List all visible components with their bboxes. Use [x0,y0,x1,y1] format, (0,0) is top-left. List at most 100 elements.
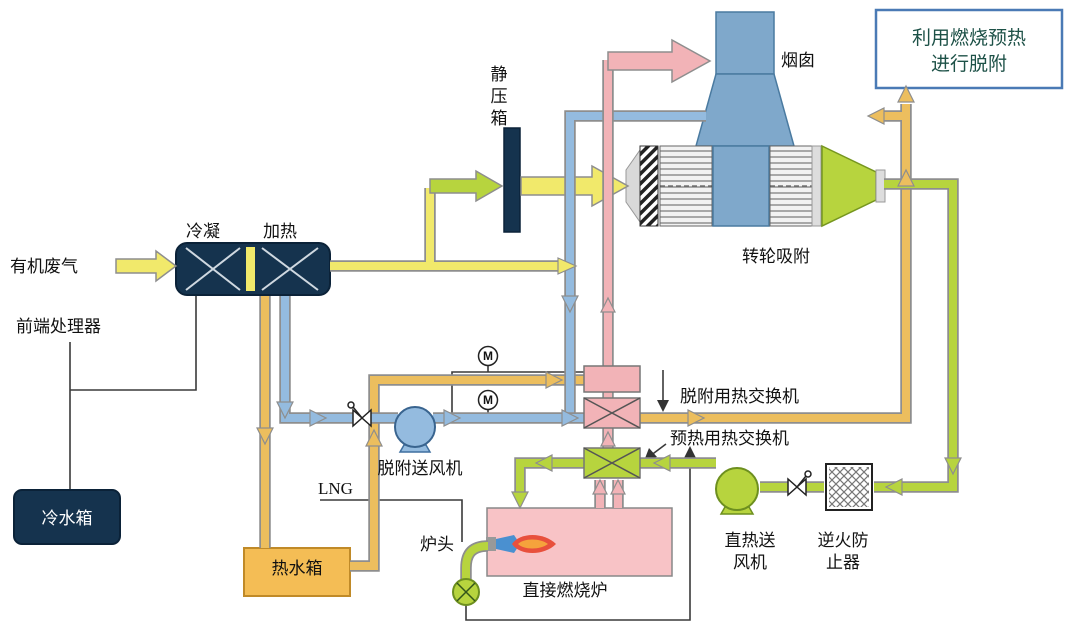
condenser-coil-icon [185,247,241,291]
motor-valve-2: M [477,389,499,411]
valve-handle-knob [804,470,812,478]
label-preheat-hx: 预热用热交换机 [670,429,789,448]
pipe-blower-line-blue [281,296,584,422]
arrow-green-left-3 [534,454,553,472]
callout-text-line2: 进行脱附 [931,53,1007,75]
valve-bowtie-right [795,477,807,497]
motor-valve-1-circle [477,345,499,367]
motor-valve-2-label: M [483,393,493,407]
preheat-heat-exchanger [583,447,641,479]
label-furnace: 直接燃烧炉 [523,581,608,600]
motor-valve-1-label: M [483,349,493,363]
arrow-blue-right-1 [309,409,328,427]
desorb-hx-x [583,397,641,429]
arrow-blue-down-1 [276,401,294,420]
label-static-box-char3: 箱 [491,109,508,128]
valve-handle-knob [347,401,355,409]
arrow-blue-right-3 [561,409,580,427]
label-front-processor: 前端处理器 [16,317,101,336]
arrow-wastegas-inlet [115,249,178,283]
processor-divider [246,247,255,291]
rotor-hatch-section [639,145,659,227]
arrow-pink-up-3 [600,430,616,447]
preheat-hx-x [583,447,641,479]
flame-arrestor-unit [825,463,873,511]
arrow-green-down-1 [944,457,962,476]
label-hot-tank: 热水箱 [272,559,323,578]
manual-valve-green [787,470,812,497]
arrow-pink-up-1 [592,478,608,495]
arrow-flue-to-chimney [607,38,712,84]
motor-valve-1: M [477,345,499,367]
label-desorb-hx: 脱附用热交换机 [680,387,799,406]
arrow-green-left-1 [884,478,903,496]
callout-text-line1: 利用燃烧预热 [912,27,1026,49]
arrow-green-down-2 [511,491,529,510]
label-heat: 加热 [263,222,297,241]
pipe-desorption-hot-air [640,104,910,422]
arrow-orange-up-1 [365,428,383,447]
rotor-assembly [625,144,886,228]
burner-nozzle [486,537,496,551]
label-condense: 冷凝 [186,222,220,241]
label-lng: LNG [318,479,353,498]
arrow-pink-up-4 [600,296,616,313]
furnace-unit [486,507,673,577]
desorb-heat-exchanger [583,397,641,429]
label-direct-fan-line1: 直热送 [725,531,776,550]
bottom-duct-line [465,454,691,621]
pipe-process-yellow [330,188,558,270]
label-static-box-char2: 压 [491,87,508,106]
rotor-flange [811,145,822,227]
chimney-stack [715,11,775,75]
burner-fan-blades [456,582,476,602]
pipe-preheated-air-to-furnace [516,459,584,494]
pipe-burner-elbow [462,542,489,579]
label-waste-gas: 有机废气 [10,257,78,276]
label-burner-head: 炉头 [420,535,454,554]
arrow-orange-down [256,427,274,446]
control-line [451,371,584,418]
arrow-yellow-right [557,257,578,275]
arrow-leader-down [657,400,669,412]
arrow-to-plenum [429,169,504,203]
flame-blue-core [496,535,520,553]
label-flame-arrestor-line1: 逆火防 [818,531,869,550]
static-pressure-box [503,127,521,233]
label-static-box-char1: 静 [491,65,508,84]
rotor-outlet-funnel [821,144,877,228]
label-static-box: 静 压 箱 [491,65,508,128]
pipe-hotwater-supply [350,376,584,570]
pipe-desorb-exhaust-green [760,180,957,491]
cold-water-tank [13,489,121,545]
label-direct-fan-line2: 风机 [733,553,767,572]
arrow-orange-up-2 [897,168,915,187]
flame-inner [518,539,548,549]
lng-supply-line [320,499,463,542]
arrow-orange-to-callout [897,84,915,103]
direct-heat-blower [715,467,759,515]
valve-bowtie-left [352,408,364,428]
label-rotor: 转轮吸附 [742,247,810,266]
blower-casing [394,406,436,448]
funnel-flange [875,169,886,203]
hot-water-tank [243,547,351,597]
arrow-duct-up [684,446,696,458]
callout-box [874,8,1064,90]
blower-stand [398,444,432,453]
burner-fan [452,578,480,606]
cold-water-piping [69,296,197,489]
arrow-orange-left [866,107,885,125]
valve-bowtie-right [360,408,372,428]
manual-valve-blue [347,401,372,428]
motor-valve-2-circle [477,389,499,411]
pipe-cooling-air-blue [566,112,706,414]
rotor-center-duct [712,145,770,227]
label-cold-tank: 冷水箱 [42,509,93,528]
desorption-blower [394,406,436,453]
blower-casing [715,467,759,511]
chimney-skirt [695,73,795,147]
arrow-blue-down-2 [561,295,579,314]
arrow-orange-right-2 [687,409,706,427]
